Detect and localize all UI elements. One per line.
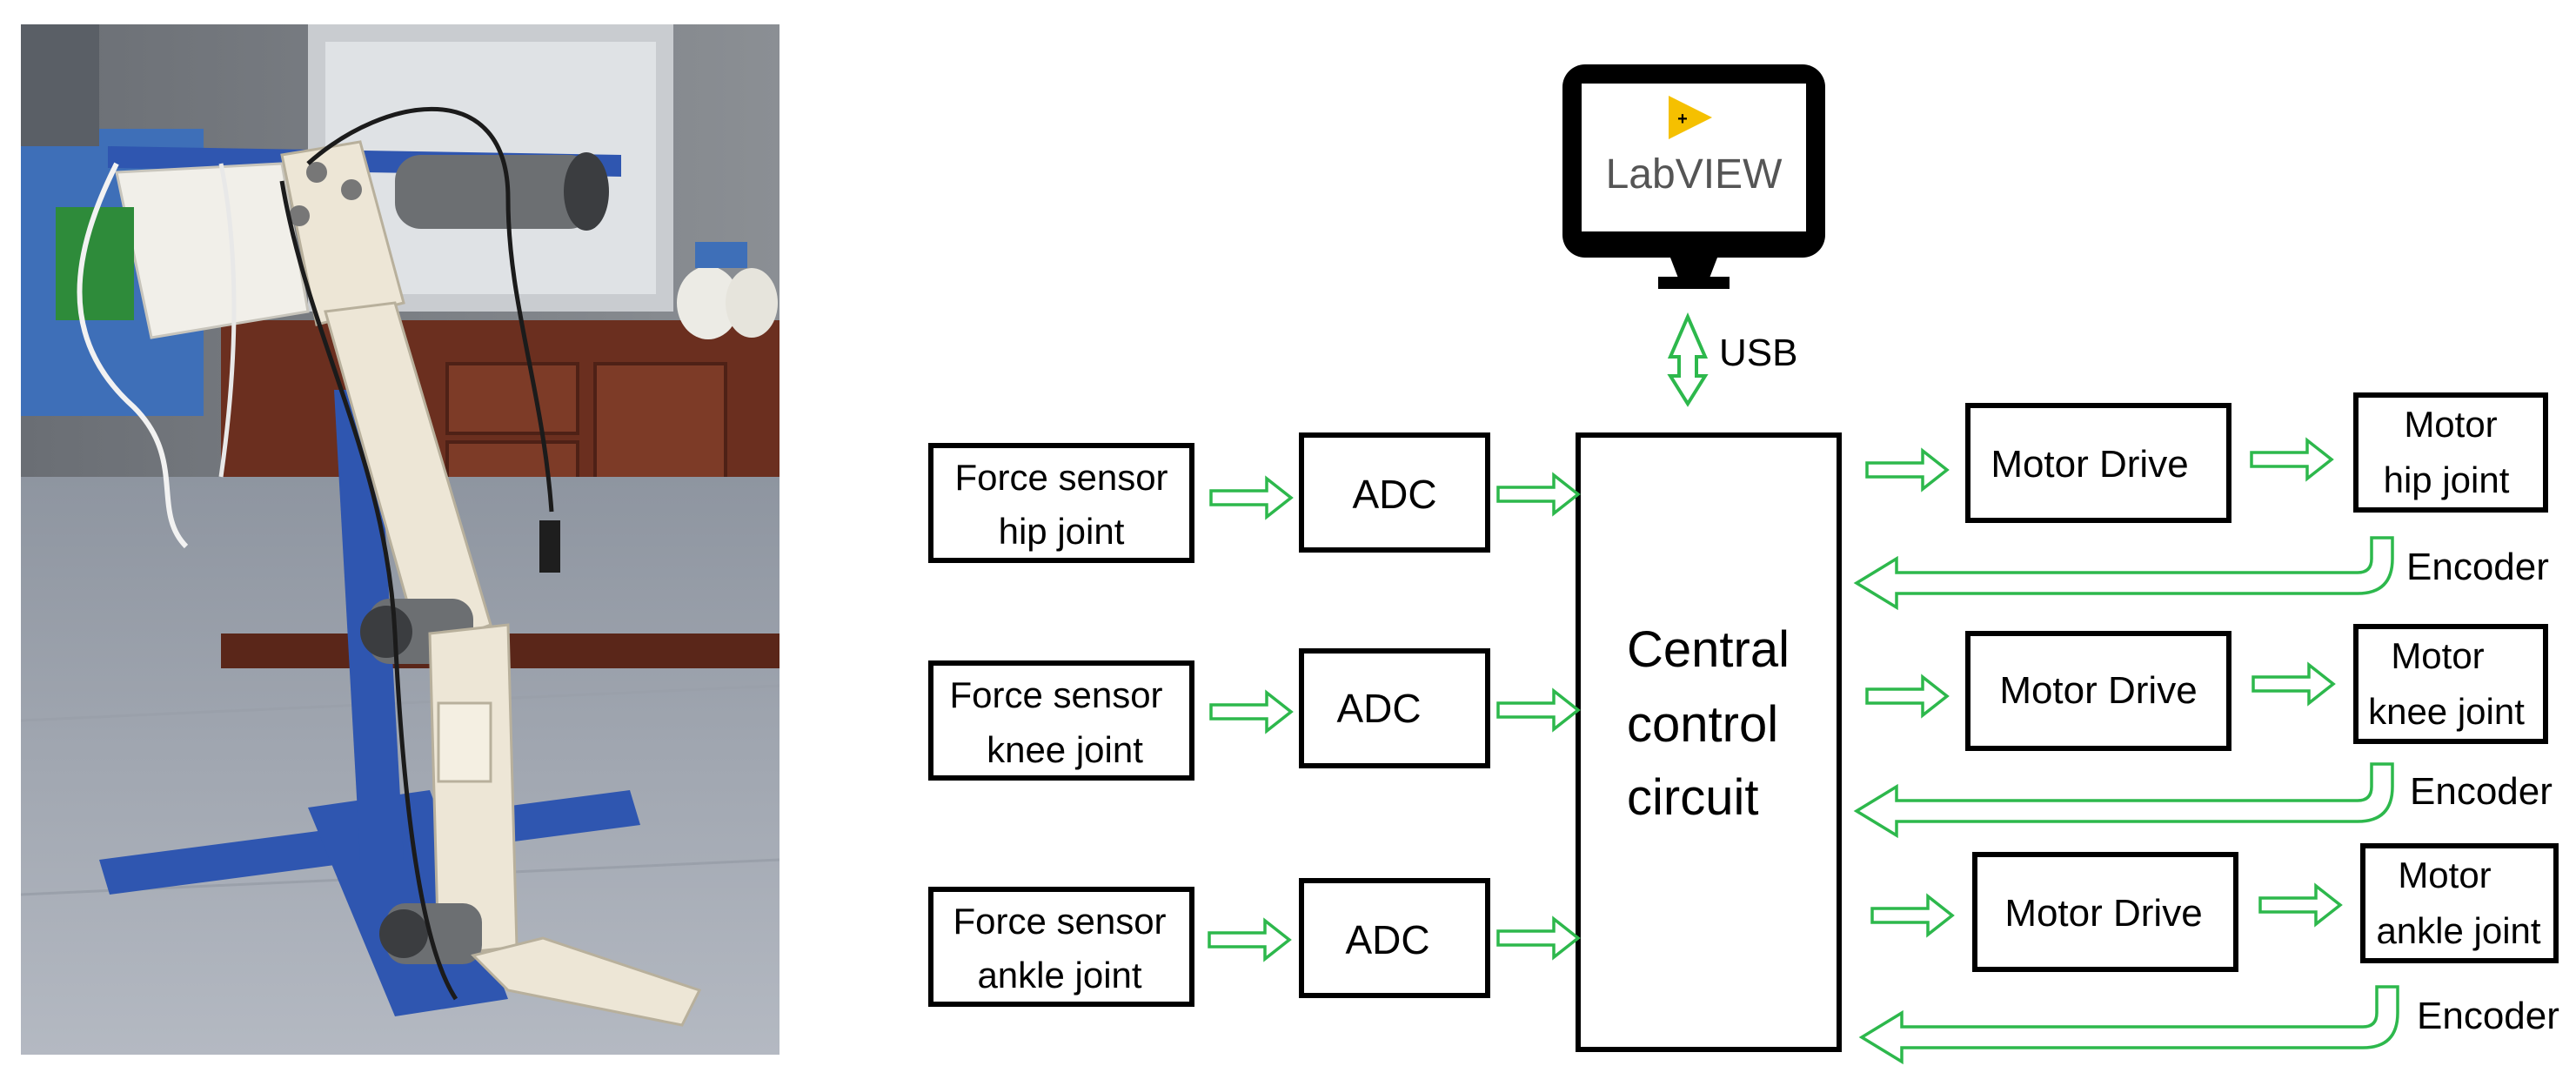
motor-ankle-box bbox=[2360, 843, 2559, 963]
motor-row-ankle: Motor Drive Motor ankle joint Encoder bbox=[1858, 843, 2559, 1065]
sensor-row-hip: Force sensor hip joint ADC bbox=[928, 432, 1580, 563]
force-sensor-knee-box bbox=[928, 660, 1194, 781]
force-sensor-ankle-line-2: ankle joint bbox=[977, 955, 1141, 996]
central-line-3: circuit bbox=[1627, 769, 1758, 826]
motor-hip-box bbox=[2353, 392, 2548, 513]
motor-drive-knee-label: Motor Drive bbox=[1999, 669, 2197, 712]
bolt bbox=[341, 179, 362, 200]
white-object bbox=[677, 266, 739, 339]
left-dark-area bbox=[21, 24, 99, 146]
usb-plug bbox=[539, 520, 560, 573]
sensor-row-ankle: Force sensor ankle joint ADC bbox=[928, 878, 1580, 1007]
pc-monitor: + LabVIEW bbox=[1562, 64, 1825, 289]
force-sensor-knee-line-1: Force sensor bbox=[949, 674, 1162, 715]
arrow-sensor-to-adc-knee bbox=[1209, 691, 1293, 733]
hip-motor bbox=[395, 155, 595, 229]
monitor-neck bbox=[1670, 258, 1717, 280]
motor-knee-line-2: knee joint bbox=[2368, 691, 2525, 732]
encoder-feedback-arrow-hip bbox=[1853, 536, 2394, 611]
motor-knee-box bbox=[2353, 624, 2548, 744]
adc-hip-box bbox=[1299, 432, 1490, 553]
hip-plate bbox=[280, 140, 405, 326]
control-board bbox=[56, 207, 134, 320]
knee-motor-cap bbox=[360, 606, 412, 658]
central-line-2: control bbox=[1627, 696, 1778, 753]
motor-drive-knee-box bbox=[1965, 631, 2231, 751]
motor-drive-ankle-box bbox=[1972, 852, 2238, 972]
encoder-knee-label: Encoder bbox=[2410, 770, 2553, 813]
central-control-circuit-box bbox=[1576, 432, 1842, 1052]
arrow-drive-to-motor-knee bbox=[2251, 663, 2335, 705]
labview-logo-icon bbox=[1669, 96, 1712, 139]
hip-motor-cap bbox=[564, 152, 609, 231]
usb-double-arrow bbox=[1667, 312, 1709, 407]
adc-knee-label: ADC bbox=[1336, 686, 1421, 731]
motor-drive-hip-label: Motor Drive bbox=[1991, 443, 2188, 486]
force-sensor-knee-line-2: knee joint bbox=[987, 729, 1143, 770]
cable bbox=[218, 163, 237, 478]
arrow-sensor-to-adc-ankle bbox=[1208, 919, 1291, 961]
arrow-adc-to-central-ankle bbox=[1496, 917, 1580, 959]
monitor-stand bbox=[1658, 277, 1730, 289]
labview-logo-plus: + bbox=[1677, 110, 1688, 129]
bolt bbox=[289, 205, 310, 226]
monitor-screen bbox=[1582, 84, 1806, 231]
arrow-central-to-drive-ankle bbox=[1870, 895, 1954, 936]
motor-drive-ankle-label: Motor Drive bbox=[2004, 892, 2202, 935]
electronics-box bbox=[115, 162, 310, 339]
white-object bbox=[726, 268, 778, 338]
force-sensor-ankle-box bbox=[928, 887, 1194, 1007]
blue-box bbox=[695, 242, 747, 268]
force-sensor-hip-box bbox=[928, 443, 1194, 563]
shank-bracket bbox=[437, 701, 492, 783]
cabinet-drawer bbox=[445, 362, 579, 435]
motor-ankle-line-2: ankle joint bbox=[2376, 910, 2540, 951]
force-sensor-ankle-line-1: Force sensor bbox=[953, 901, 1166, 942]
force-sensor-hip-line-1: Force sensor bbox=[954, 457, 1168, 498]
exoskeleton-photo bbox=[21, 24, 779, 1055]
encoder-hip-label: Encoder bbox=[2406, 546, 2549, 588]
arrow-central-to-drive-knee bbox=[1865, 675, 1949, 717]
sensor-row-knee: Force sensor knee joint ADC bbox=[928, 648, 1580, 781]
arrow-adc-to-central-hip bbox=[1496, 473, 1580, 515]
encoder-feedback-arrow-knee bbox=[1853, 762, 2394, 839]
motor-hip-line-2: hip joint bbox=[2384, 459, 2510, 500]
arrow-central-to-drive-hip bbox=[1865, 449, 1949, 491]
motor-drive-hip-box bbox=[1965, 403, 2231, 523]
motor-row-hip: Motor Drive Motor hip joint Encoder bbox=[1853, 392, 2549, 611]
motor-ankle-line-1: Motor bbox=[2398, 855, 2491, 895]
thigh-link bbox=[324, 301, 492, 653]
usb-label: USB bbox=[1719, 332, 1797, 374]
motor-row-knee: Motor Drive Motor knee joint Encoder bbox=[1853, 624, 2553, 839]
arrow-drive-to-motor-hip bbox=[2250, 439, 2333, 480]
cable bbox=[279, 180, 458, 1001]
adc-hip-label: ADC bbox=[1352, 472, 1436, 517]
adc-ankle-label: ADC bbox=[1345, 917, 1429, 962]
labview-logo-text: LabVIEW bbox=[1606, 151, 1783, 198]
ankle-motor-cap bbox=[379, 909, 428, 958]
foot-plate bbox=[471, 936, 702, 1027]
adc-knee-box bbox=[1299, 648, 1490, 768]
arrow-sensor-to-adc-hip bbox=[1209, 477, 1293, 519]
motor-knee-line-1: Motor bbox=[2391, 635, 2484, 676]
cable bbox=[306, 106, 554, 513]
cable bbox=[77, 162, 189, 549]
central-line-1: Central bbox=[1627, 621, 1790, 678]
force-sensor-hip-line-2: hip joint bbox=[999, 511, 1125, 552]
exoskeleton-photo-drawing bbox=[21, 24, 779, 1055]
arrow-drive-to-motor-ankle bbox=[2258, 884, 2342, 926]
adc-ankle-box bbox=[1299, 878, 1490, 998]
bolt bbox=[306, 162, 327, 183]
arrow-adc-to-central-knee bbox=[1496, 689, 1580, 731]
encoder-feedback-arrow-ankle bbox=[1858, 985, 2399, 1065]
motor-hip-line-1: Motor bbox=[2404, 404, 2497, 445]
encoder-ankle-label: Encoder bbox=[2417, 995, 2559, 1037]
